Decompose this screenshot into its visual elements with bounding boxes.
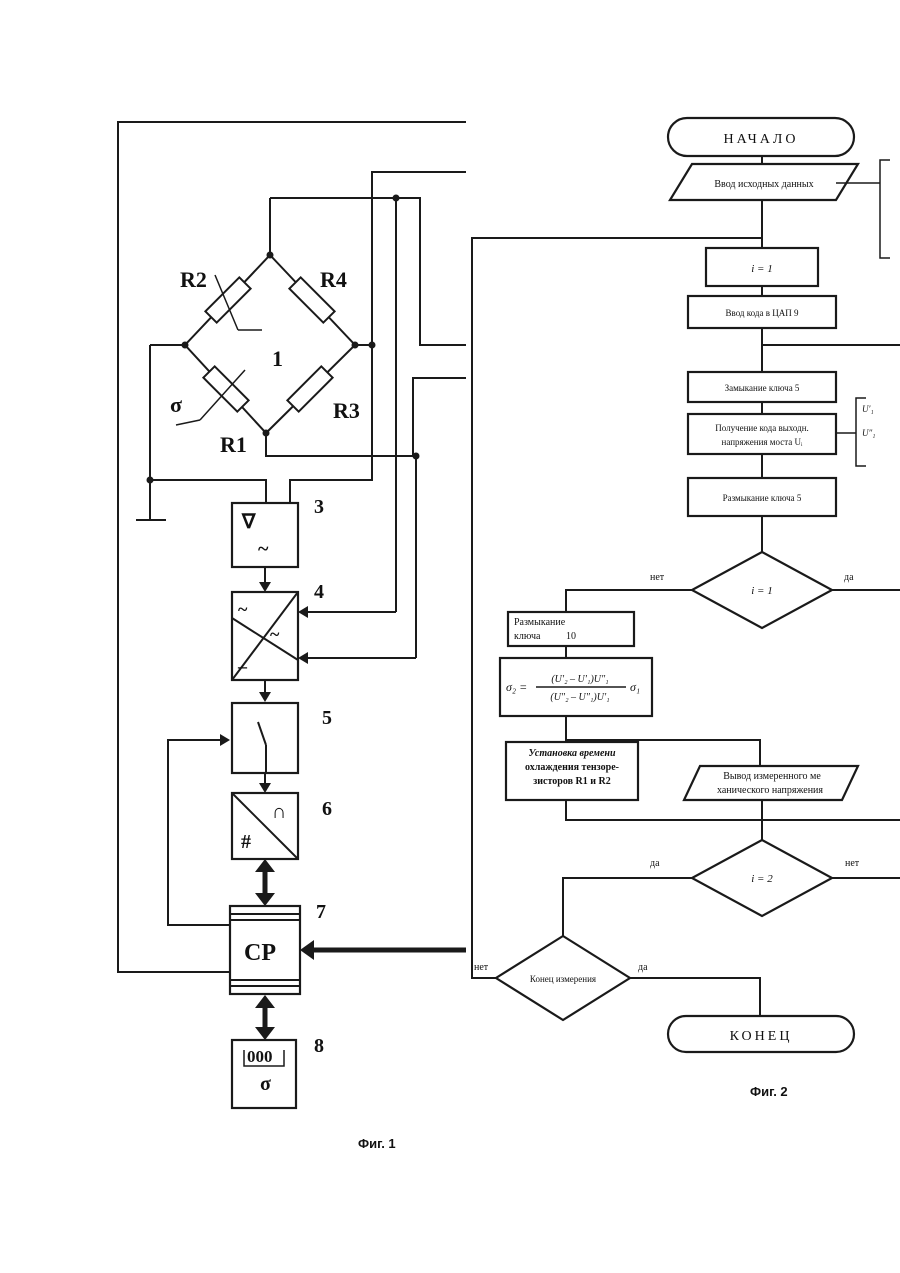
block-8-sigma: σ: [260, 1073, 271, 1095]
flow-input-code-label: Ввод кода в ЦАП 9: [726, 308, 799, 318]
flow-get-code-line-2: напряжения моста Uᵢ: [722, 437, 803, 447]
node-right: [352, 342, 359, 349]
flow-decision-i1-label: i = 1: [751, 585, 772, 597]
bridge-top-wire-h: [270, 198, 466, 345]
figure-1: R2 R4 R1 R3 1 σ ∇ ~ 3 ~ ~ – 4 5: [118, 122, 466, 1151]
flow-side-u1: U′₁: [862, 404, 874, 414]
flow-decision-end-label: Конец измерения: [530, 974, 596, 984]
flow-decision-i1-no: нет: [650, 572, 665, 583]
flow-open-key10-line-2: ключа: [514, 631, 541, 642]
node-top: [267, 252, 274, 259]
feed-wire-3: [150, 480, 266, 503]
flow-cooling-line-1: Установка времени: [528, 748, 616, 759]
resistor-r2: [205, 277, 250, 322]
node-left: [182, 342, 189, 349]
block-4-symbol-1: ~: [238, 599, 248, 619]
bus-7-8-head-down: [255, 1027, 275, 1040]
arrowhead-into-4b: [298, 652, 308, 664]
label-sigma: σ: [170, 392, 182, 417]
flow-open-key10-number: 10: [566, 631, 576, 642]
flow-start-label: НАЧАЛО: [724, 132, 799, 147]
resistor-r3: [287, 366, 332, 411]
flow-merge-line: [566, 800, 900, 820]
block-3-symbol-2: ~: [258, 538, 269, 560]
flow-end-yes-line: [630, 978, 760, 1016]
flow-decision-i1-yes: да: [844, 572, 854, 583]
figure-1-caption: Фиг. 1: [358, 1136, 396, 1151]
flow-no1-line: [566, 590, 692, 612]
node-396: [393, 195, 400, 202]
flow-decision-end-no: нет: [474, 962, 489, 973]
label-r3: R3: [333, 398, 360, 423]
block-7-label: СР: [244, 940, 276, 966]
arrowhead-feedback: [220, 734, 230, 746]
node-bottom: [263, 430, 270, 437]
label-r4: R4: [320, 267, 347, 292]
block-6-number: 6: [322, 798, 332, 820]
flow-decision-i2-yes: да: [650, 858, 660, 869]
block-4-number: 4: [314, 581, 324, 603]
arrowhead-5-6: [259, 783, 271, 793]
feedback-wire: [168, 740, 232, 925]
block-4-symbol-2: ~: [270, 624, 280, 644]
flow-close-key-label: Замыкание ключа 5: [725, 383, 800, 393]
flow-decision-end-yes: да: [638, 962, 648, 973]
arrowhead-3-4: [259, 582, 271, 592]
label-r2: R2: [180, 267, 207, 292]
block-5-number: 5: [322, 707, 332, 729]
block-3-number: 3: [314, 496, 324, 518]
flow-yes2-line: [563, 878, 692, 936]
flow-assign-i-label: i = 1: [751, 263, 772, 275]
block-8-number: 8: [314, 1035, 324, 1057]
label-r1: R1: [220, 432, 247, 457]
flow-output-line-2: ханического напряжения: [717, 785, 823, 796]
flow-side-u2: U″₁: [862, 428, 875, 438]
flow-formula-rhs: σ₁: [630, 680, 640, 694]
strain-leader-r1b: [176, 420, 200, 425]
bus-6-7-head-up: [255, 859, 275, 872]
flow-get-code-line-1: Получение кода выходн.: [715, 423, 809, 433]
label-bridge-number: 1: [272, 346, 283, 371]
flow-formula-denominator: (U″₂ – U″₁)U′₁: [550, 692, 609, 703]
flow-output-line-1: Вывод измеренного ме: [723, 771, 821, 782]
flow-open-key-label: Размыкание ключа 5: [723, 493, 802, 503]
arrowhead-into-4a: [298, 606, 308, 618]
flow-open-key10-line-1: Размыкание: [514, 617, 566, 628]
flow-formula-lhs: σ₂ =: [506, 680, 527, 694]
flow-cooling-line-3: зисторов R1 и R2: [533, 776, 610, 787]
bus-cpu-head: [300, 940, 314, 960]
flow-cooling-line-2: охлаждения тензоре-: [525, 762, 619, 773]
arrowhead-4-5: [259, 692, 271, 702]
flow-get-code: [688, 414, 836, 454]
figure-2: НАЧАЛО Ввод исходных данных i = 1 Ввод к…: [472, 118, 900, 1099]
block-3-symbol-1: ∇: [241, 511, 256, 533]
bus-7-8-head-up: [255, 995, 275, 1008]
node-372: [369, 342, 376, 349]
block-8-digits: 000: [247, 1047, 273, 1066]
flow-input-annotation-bracket: [880, 160, 890, 258]
node-ground: [147, 477, 154, 484]
flow-end-label: КОНЕЦ: [730, 1029, 793, 1044]
flow-decision-i2-no: нет: [845, 858, 860, 869]
bus-6-7-head-down: [255, 893, 275, 906]
flow-formula-numerator: (U′₂ – U′₁)U″₁: [551, 674, 608, 685]
block-6-symbol-2: #: [241, 831, 251, 853]
block-7-number: 7: [316, 901, 326, 923]
flow-decision-i2-label: i = 2: [751, 873, 773, 885]
flow-input-data-label: Ввод исходных данных: [714, 179, 813, 190]
block-6-symbol-1: ∩: [272, 801, 286, 823]
node-416: [413, 453, 420, 460]
wire-413: [413, 378, 466, 456]
block-4-symbol-3: –: [237, 656, 248, 676]
figure-2-caption: Фиг. 2: [750, 1084, 788, 1099]
